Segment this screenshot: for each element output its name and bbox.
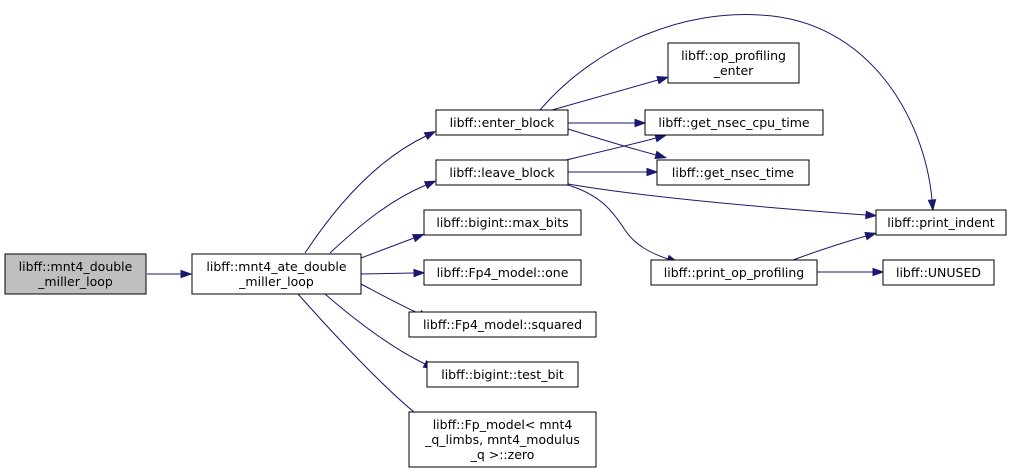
node-label: libff::get_nsec_cpu_time — [658, 115, 809, 130]
arrow-head-icon — [646, 167, 659, 177]
edge-leave-to-nsec — [568, 167, 659, 177]
edge-enter-to-indent — [539, 13, 937, 212]
node-root[interactable]: libff::mnt4_double_miller_loop — [4, 253, 147, 295]
edge-line — [304, 135, 427, 254]
node-label: libff::Fp4_model::one — [437, 265, 569, 280]
edge-line — [297, 293, 421, 418]
edge-line — [565, 137, 657, 161]
node-squared[interactable]: libff::Fp4_model::squared — [408, 311, 597, 338]
edge-ate-to-zero — [297, 293, 429, 425]
arrow-head-icon — [654, 150, 668, 160]
node-box[interactable] — [656, 159, 810, 186]
node-label: _enter — [713, 63, 754, 78]
node-label: _miller_loop — [238, 274, 314, 289]
arrow-head-icon — [423, 180, 437, 190]
edge-printop-to-unused — [817, 267, 885, 277]
edge-line — [360, 283, 421, 315]
edge-line — [567, 128, 657, 156]
node-openter[interactable]: libff::op_profiling_enter — [667, 42, 800, 84]
edge-line — [567, 184, 669, 260]
edge-ate-to-enter — [304, 131, 437, 254]
node-label: libff::enter_block — [450, 115, 555, 130]
edge-enter-to-nsec — [567, 128, 668, 160]
node-ate[interactable]: libff::mnt4_ate_double_miller_loop — [191, 253, 362, 295]
edge-root-to-ate — [147, 269, 193, 279]
edge-enter-to-cpu — [568, 118, 647, 128]
edge-ate-to-one — [360, 268, 426, 278]
node-box[interactable] — [882, 259, 995, 286]
arrow-head-icon — [413, 268, 426, 278]
node-nsec[interactable]: libff::get_nsec_time — [656, 159, 810, 186]
edge-leave-to-indent — [567, 183, 878, 220]
node-label: libff::UNUSED — [896, 265, 981, 280]
edge-enter-to-openter — [551, 75, 670, 111]
edge-line — [539, 13, 933, 201]
nodes-layer: libff::mnt4_double_miller_looplibff::mnt… — [4, 42, 1007, 468]
node-label: libff::mnt4_double — [19, 259, 133, 274]
node-box[interactable] — [4, 253, 147, 295]
arrow-head-icon — [411, 233, 425, 243]
edge-line — [360, 237, 415, 259]
node-one[interactable]: libff::Fp4_model::one — [423, 259, 582, 286]
node-zero[interactable]: libff::Fp_model< mnt4_q_limbs, mnt4_modu… — [408, 411, 597, 468]
edge-leave-to-cpu — [565, 133, 668, 161]
node-label: _q_limbs, mnt4_modulus — [424, 432, 580, 447]
edge-line — [360, 272, 415, 275]
node-label: libff::op_profiling — [681, 48, 786, 63]
edge-line — [329, 184, 427, 254]
node-cpu[interactable]: libff::get_nsec_cpu_time — [644, 109, 824, 136]
node-box[interactable] — [650, 259, 818, 286]
edge-printop-to-indent — [792, 231, 878, 261]
node-testbit[interactable]: libff::bigint::test_bit — [426, 361, 579, 388]
node-box[interactable] — [435, 109, 569, 136]
node-box[interactable] — [423, 259, 582, 286]
node-label: libff::bigint::test_bit — [441, 367, 564, 382]
node-box[interactable] — [435, 159, 569, 186]
node-printop[interactable]: libff::print_op_profiling — [650, 259, 818, 286]
node-label: libff::get_nsec_time — [672, 165, 794, 180]
node-label: libff::Fp_model< mnt4 — [433, 417, 573, 432]
edges-layer — [147, 13, 937, 425]
node-box[interactable] — [667, 42, 800, 84]
arrow-head-icon — [634, 118, 647, 128]
node-label: libff::print_indent — [887, 215, 994, 230]
edge-line — [551, 79, 659, 111]
node-label: libff::print_op_profiling — [664, 265, 805, 280]
node-label: _q >::zero — [470, 447, 535, 462]
node-box[interactable] — [423, 209, 582, 236]
arrow-head-icon — [865, 210, 878, 220]
edge-line — [567, 183, 867, 216]
node-label: libff::leave_block — [449, 165, 555, 180]
node-box[interactable] — [408, 311, 597, 338]
arrow-head-icon — [864, 231, 878, 241]
arrow-head-icon — [180, 269, 193, 279]
node-box[interactable] — [875, 209, 1007, 236]
edge-ate-to-maxbits — [360, 233, 425, 259]
node-box[interactable] — [408, 411, 597, 468]
edge-ate-to-leave — [329, 180, 437, 254]
node-enter[interactable]: libff::enter_block — [435, 109, 569, 136]
node-label: libff::bigint::max_bits — [436, 215, 568, 230]
arrow-head-icon — [423, 131, 437, 141]
arrow-head-icon — [872, 267, 885, 277]
node-indent[interactable]: libff::print_indent — [875, 209, 1007, 236]
node-label: libff::mnt4_ate_double — [206, 259, 347, 274]
node-box[interactable] — [644, 109, 824, 136]
node-label: libff::Fp4_model::squared — [423, 317, 582, 332]
arrow-head-icon — [654, 133, 668, 143]
node-leave[interactable]: libff::leave_block — [435, 159, 569, 186]
arrow-head-icon — [927, 199, 937, 212]
edge-line — [324, 293, 426, 365]
edge-line — [792, 235, 867, 261]
node-maxbits[interactable]: libff::bigint::max_bits — [423, 209, 582, 236]
arrow-head-icon — [656, 75, 670, 85]
node-label: _miller_loop — [37, 274, 113, 289]
node-unused[interactable]: libff::UNUSED — [882, 259, 995, 286]
node-box[interactable] — [426, 361, 579, 388]
node-box[interactable] — [191, 253, 362, 295]
